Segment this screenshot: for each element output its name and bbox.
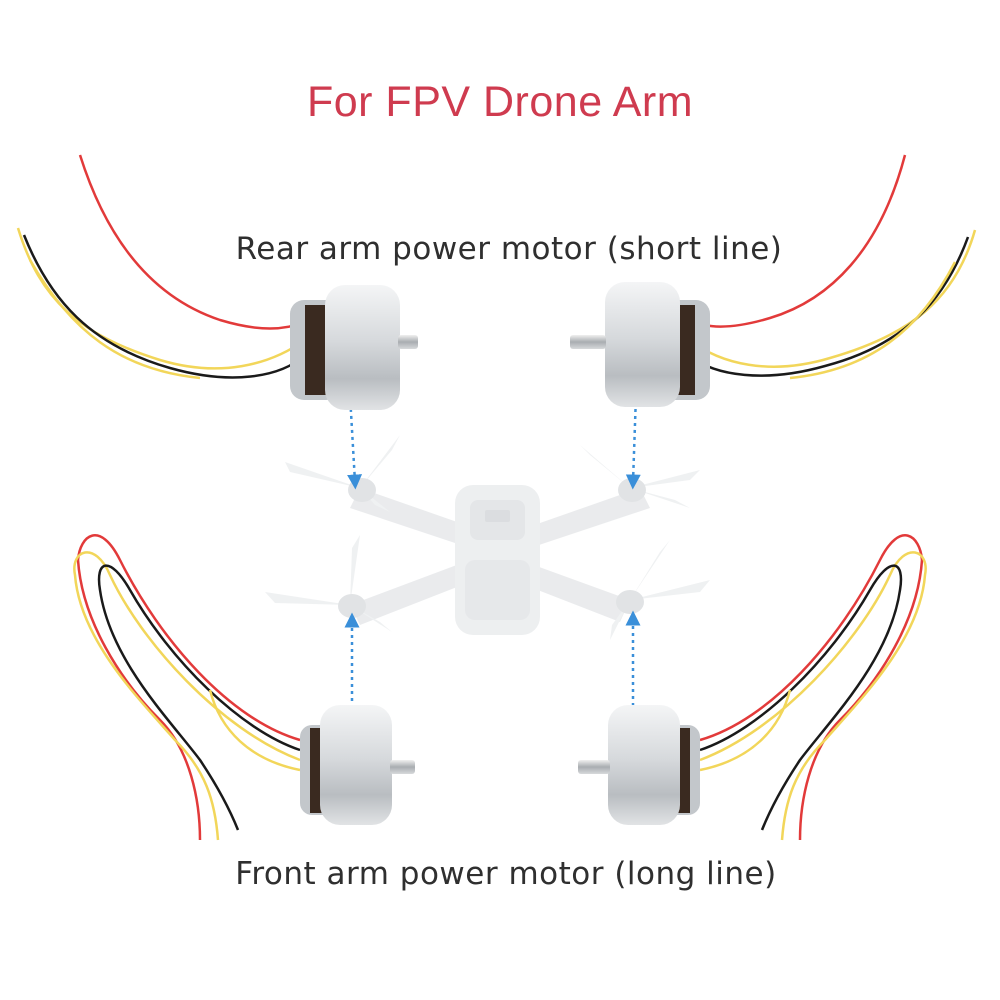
rear-right-motor-wires	[689, 154, 977, 380]
drone-icon	[265, 435, 710, 640]
brushless-motor-icon	[300, 705, 415, 825]
brushless-motor-icon	[578, 705, 700, 825]
brushless-motor-icon	[290, 285, 418, 410]
front-motor-label: Front arm power motor (long line)	[235, 856, 777, 892]
page-title: For FPV Drone Arm	[306, 78, 694, 126]
front-right-motor-wires	[699, 534, 927, 841]
rear-motor-label: Rear arm power motor (short line)	[235, 231, 783, 267]
brushless-motor-icon	[570, 282, 710, 407]
front-left-motor-wires	[73, 534, 301, 841]
rear-left-motor-wires	[16, 154, 306, 380]
